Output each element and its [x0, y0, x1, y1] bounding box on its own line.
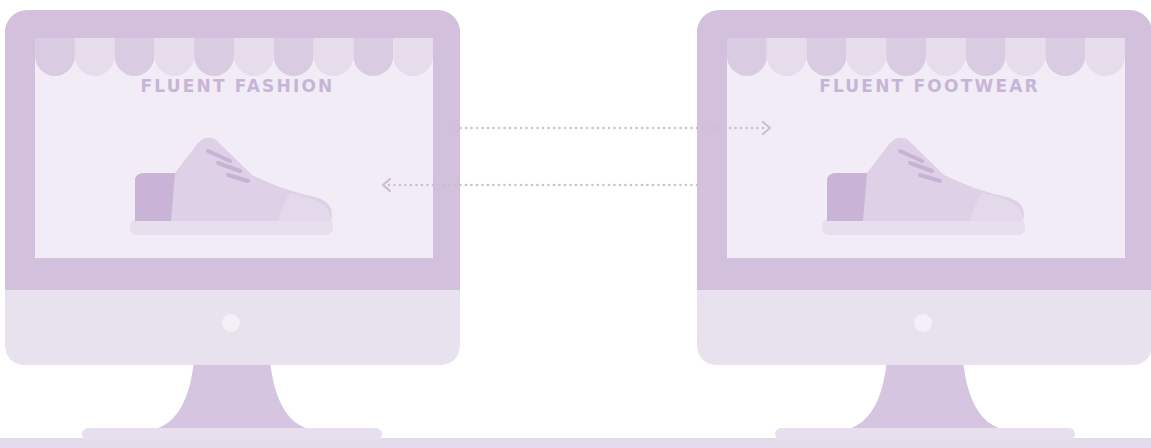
- arrow-head: [383, 179, 390, 191]
- power-button: [914, 314, 932, 332]
- shoe-upper: [827, 138, 1024, 221]
- awning-stripe: [353, 38, 393, 76]
- dotted-arrow: [383, 179, 697, 191]
- shoe-lace: [910, 163, 932, 171]
- awning-stripe: [1045, 38, 1085, 76]
- stand-neck: [152, 360, 312, 430]
- awning-stripe: [767, 38, 807, 76]
- dotted-arrow: [455, 122, 770, 134]
- stand-base: [82, 428, 382, 440]
- shoe-illustration: [822, 138, 1025, 235]
- shoe-heel: [135, 173, 175, 221]
- shoe-lace: [228, 175, 248, 181]
- awning-stripe: [115, 38, 155, 76]
- awning-stripe: [154, 38, 194, 76]
- shoe-upper: [135, 138, 332, 221]
- shoe-sole: [130, 219, 333, 235]
- monitor-art: [5, 10, 460, 365]
- awning-stripe: [727, 38, 767, 76]
- monitor-screen-box: FLUENT FASHION: [5, 10, 460, 365]
- shoe-lace: [900, 151, 922, 161]
- monitor-chin: [697, 290, 1151, 365]
- awning-stripe: [807, 38, 847, 76]
- shoe-toe: [278, 193, 331, 221]
- screen: [727, 38, 1125, 258]
- screen: [35, 38, 433, 258]
- monitor-bezel: [697, 10, 1151, 365]
- awning-stripe: [314, 38, 354, 76]
- store-name: FLUENT FASHION: [15, 76, 460, 96]
- monitor-bezel: [5, 10, 460, 365]
- power-button: [222, 314, 240, 332]
- shoe-lace: [218, 163, 240, 171]
- shoe-sole: [822, 219, 1025, 235]
- awning-stripe: [966, 38, 1006, 76]
- awning-stripe: [393, 38, 433, 76]
- monitor-chin: [5, 290, 460, 365]
- shoe-lace: [208, 151, 230, 161]
- dotted-line: [386, 184, 697, 186]
- monitor-stand: [775, 360, 1075, 440]
- awning-stripe: [886, 38, 926, 76]
- awning-stripe: [1085, 38, 1125, 76]
- shoe-lace: [920, 175, 940, 181]
- stand-neck: [845, 360, 1005, 430]
- awning-stripe: [75, 38, 115, 76]
- monitor-stand: [82, 360, 382, 440]
- arrow-head: [763, 122, 770, 134]
- dotted-line: [455, 127, 767, 129]
- stand-base: [775, 428, 1075, 440]
- awning-stripe: [234, 38, 274, 76]
- awning-stripe: [194, 38, 234, 76]
- monitor-art: [697, 10, 1151, 365]
- shoe-toe: [970, 193, 1023, 221]
- shoe-heel: [827, 173, 867, 221]
- shoe-illustration: [130, 138, 333, 235]
- awning-stripe: [926, 38, 966, 76]
- awning-stripe: [846, 38, 886, 76]
- awning-stripe: [1006, 38, 1046, 76]
- monitor-screen-box: FLUENT FOOTWEAR: [697, 10, 1151, 365]
- awning-stripe: [35, 38, 75, 76]
- awning-stripe: [274, 38, 314, 76]
- store-name: FLUENT FOOTWEAR: [707, 76, 1151, 96]
